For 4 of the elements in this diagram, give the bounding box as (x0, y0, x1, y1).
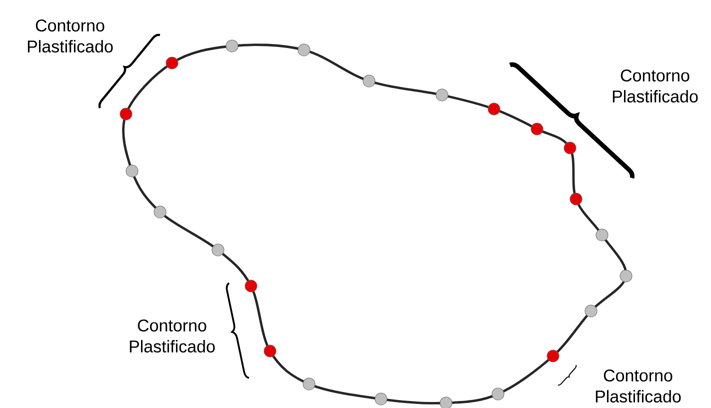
region-label: Contorno Plastificado (596, 369, 681, 403)
region-label: Contorno Plastificado (612, 69, 698, 103)
region-label: Contorno Plastificado (28, 19, 113, 53)
region-label: Contorno Plastificado (130, 319, 215, 353)
